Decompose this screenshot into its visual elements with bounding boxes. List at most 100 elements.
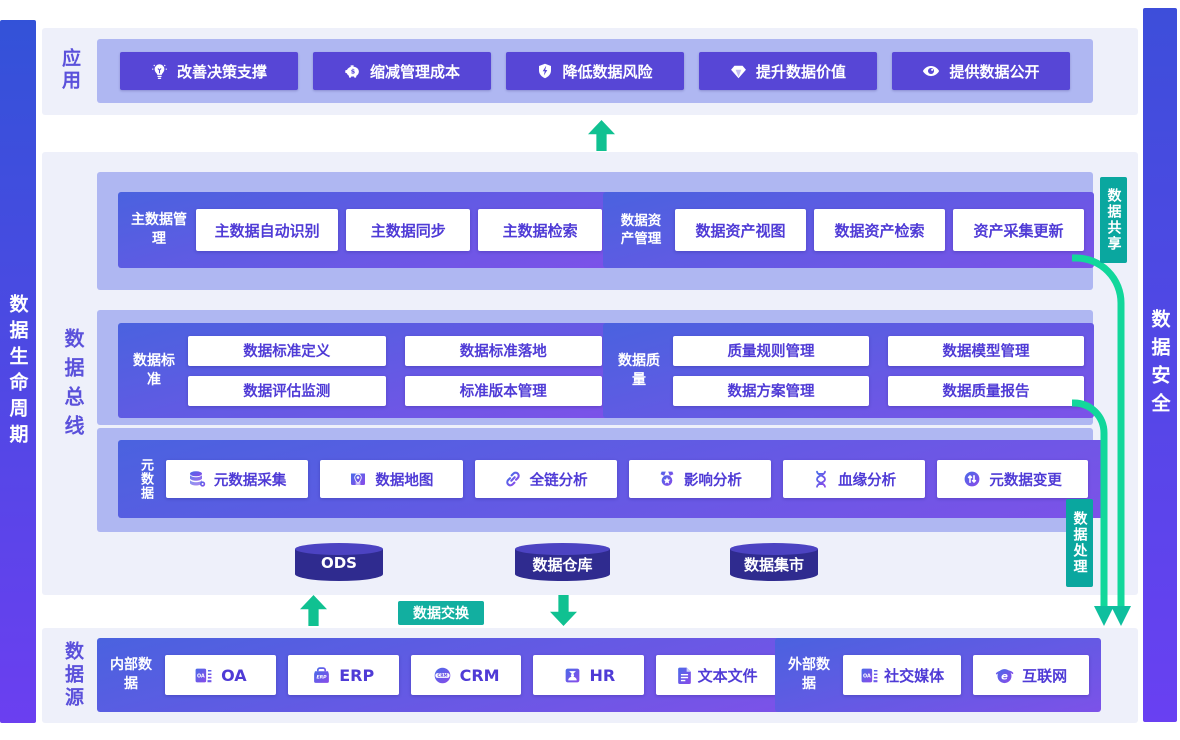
- social-media-icon: OA: [860, 666, 879, 685]
- data-quality-group: 数据质量 质量规则管理 数据模型管理 数据方案管理 数据质量报告: [603, 323, 1094, 418]
- group-label: 外部数据: [788, 657, 830, 692]
- text-file-icon: [675, 666, 694, 685]
- button-label: 血缘分析: [838, 472, 897, 489]
- quality-rule-button: 质量规则管理: [673, 335, 869, 366]
- button-label: CRM: [459, 665, 500, 685]
- button-label: 元数据变更: [989, 472, 1062, 489]
- reduce-cost-button: $ 缩减管理成本: [313, 52, 491, 90]
- application-wrapper: 改善决策支撑 $ 缩减管理成本 降低数据风险 提升数据价值 提供数据公开: [97, 39, 1093, 103]
- social-media-button: OA 社交媒体: [843, 655, 962, 695]
- oa-icon: OA: [194, 666, 213, 685]
- row3-wrapper: 元数据 元数据采集 数据地图 全链分析 影响分析 血缘分析: [97, 428, 1106, 532]
- down-arrow-icon: [550, 595, 577, 626]
- button-label: 提供数据公开: [949, 62, 1040, 81]
- map-pin-icon: [349, 470, 367, 488]
- button-label: 数据地图: [375, 472, 434, 489]
- group-label: 内部数据: [110, 657, 152, 692]
- master-data-group: 主数据管理 主数据自动识别 主数据同步 主数据检索: [118, 192, 612, 268]
- button-label: 互联网: [1022, 666, 1068, 685]
- lineage-analysis-button: 血缘分析: [783, 460, 926, 498]
- data-open-button: 提供数据公开: [892, 52, 1070, 90]
- external-data-group: 外部数据 OA 社交媒体 e 互联网: [775, 638, 1101, 712]
- piggy-bank-icon: $: [344, 63, 361, 80]
- button-label: 降低数据风险: [562, 62, 653, 81]
- button-label: 改善决策支撑: [176, 62, 267, 81]
- row1-wrapper: 主数据管理 主数据自动识别 主数据同步 主数据检索 数据资产管理 数据资产视图 …: [97, 172, 1094, 290]
- data-warehouse-cylinder: 数据仓库: [515, 543, 610, 581]
- up-arrow-icon: [300, 595, 327, 626]
- button-label: 缩减管理成本: [369, 62, 460, 81]
- data-asset-group: 数据资产管理 数据资产视图 数据资产检索 资产采集更新: [603, 192, 1094, 268]
- asset-collect-update-button: 资产采集更新: [953, 209, 1084, 251]
- data-standards-group: 数据标准 数据标准定义 数据标准落地 数据评估监测 标准版本管理: [118, 323, 612, 418]
- button-label: 提升数据价值: [755, 62, 846, 81]
- text-file-button: 文本文件: [656, 655, 776, 695]
- crm-button: CRM CRM: [410, 655, 522, 695]
- up-arrow-icon: [588, 120, 615, 151]
- master-data-auto-id-button: 主数据自动识别: [196, 209, 339, 251]
- svg-text:OA: OA: [863, 673, 871, 679]
- data-model-button: 数据模型管理: [888, 335, 1084, 366]
- application-section: 应用 改善决策支撑 $ 缩减管理成本 降低数据风险 提升数据价值 提供数据公开: [42, 28, 1138, 115]
- std-implement-button: 数据标准落地: [404, 335, 602, 366]
- data-plan-button: 数据方案管理: [673, 375, 869, 406]
- data-eval-monitor-button: 数据评估监测: [188, 375, 386, 406]
- metadata-collect-button: 元数据采集: [166, 460, 309, 498]
- data-source-section: 数据源 内部数据 OA OA ERP ERP CRM CRM HR 文本文件 外…: [42, 628, 1138, 723]
- data-security-side-bar: 数据安全: [1143, 8, 1177, 722]
- dna-icon: [812, 470, 830, 488]
- store-label: 数据仓库: [532, 556, 593, 574]
- internal-data-group: 内部数据 OA OA ERP ERP CRM CRM HR 文本文件: [97, 638, 788, 712]
- svg-text:CRM: CRM: [437, 672, 447, 677]
- std-define-button: 数据标准定义: [188, 335, 386, 366]
- internet-button: e 互联网: [973, 655, 1089, 695]
- svg-text:e: e: [1001, 671, 1008, 682]
- down-arrowhead-icon: [1094, 606, 1114, 626]
- data-bus-label: 数据总线: [61, 328, 85, 444]
- hr-button: HR: [533, 655, 645, 695]
- erp-button: ERP ERP: [287, 655, 399, 695]
- reduce-risk-button: 降低数据风险: [506, 52, 684, 90]
- data-source-label: 数据源: [62, 641, 84, 710]
- std-version-button: 标准版本管理: [404, 375, 602, 406]
- button-label: OA: [221, 665, 247, 685]
- hr-icon: [563, 666, 582, 685]
- data-map-button: 数据地图: [320, 460, 463, 498]
- data-share-tag: 数据共享: [1100, 177, 1127, 263]
- row2-wrapper: 数据标准 数据标准定义 数据标准落地 数据评估监测 标准版本管理 数据质量 质量…: [97, 310, 1094, 425]
- metadata-group: 元数据 元数据采集 数据地图 全链分析 影响分析 血缘分析: [118, 440, 1106, 518]
- data-process-tag: 数据处理: [1066, 499, 1093, 587]
- button-label: ERP: [339, 665, 375, 685]
- data-bus-section: 数据总线 主数据管理 主数据自动识别 主数据同步 主数据检索 数据资产管理 数据…: [42, 152, 1138, 595]
- group-label: 数据质量: [618, 352, 660, 388]
- button-label: 影响分析: [683, 472, 742, 489]
- button-label: 文本文件: [697, 666, 758, 685]
- cylinder-top: [730, 543, 818, 555]
- database-icon: [188, 470, 206, 488]
- cylinder-top: [295, 543, 383, 555]
- svg-text:$: $: [351, 67, 355, 75]
- application-label: 应用: [59, 48, 81, 92]
- group-label: 数据资产管理: [620, 212, 662, 247]
- asset-view-button: 数据资产视图: [675, 209, 806, 251]
- increase-value-button: 提升数据价值: [699, 52, 877, 90]
- button-label: 元数据采集: [213, 472, 287, 489]
- asset-search-button: 数据资产检索: [814, 209, 945, 251]
- metadata-change-button: 元数据变更: [937, 460, 1089, 498]
- svg-text:OA: OA: [197, 673, 205, 679]
- erp-icon: ERP: [312, 666, 331, 685]
- shield-bolt-icon: [537, 63, 553, 79]
- button-label: 全链分析: [529, 472, 588, 489]
- group-label: 主数据管理: [131, 212, 187, 247]
- svg-text:ERP: ERP: [317, 674, 328, 680]
- data-mart-cylinder: 数据集市: [730, 543, 818, 581]
- master-data-sync-button: 主数据同步: [346, 209, 471, 251]
- diamond-icon: [730, 63, 747, 80]
- swap-circle-icon: [963, 470, 981, 488]
- group-label: 元数据: [138, 458, 153, 500]
- data-exchange-tag: 数据交换: [398, 601, 484, 625]
- eye-icon: [922, 62, 940, 80]
- improve-decision-button: 改善决策支撑: [120, 52, 298, 90]
- medal-icon: [658, 470, 676, 488]
- button-label: HR: [589, 665, 616, 685]
